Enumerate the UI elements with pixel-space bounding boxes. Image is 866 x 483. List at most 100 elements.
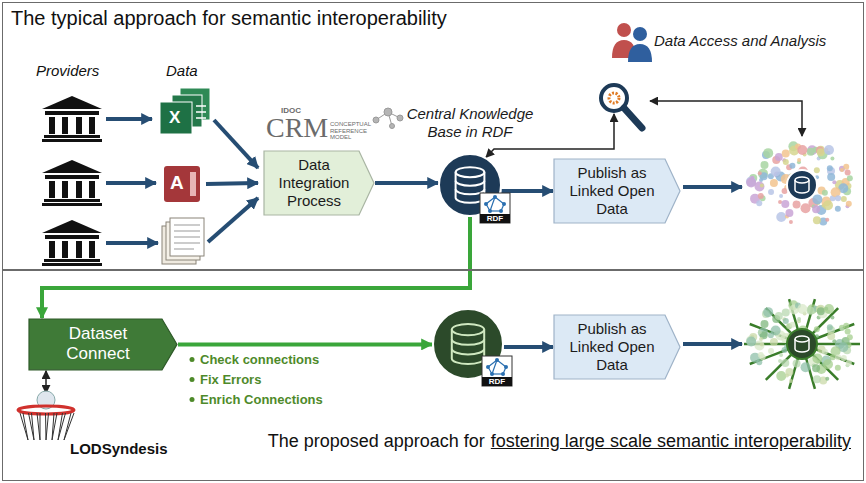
lod-cloud [746, 141, 853, 225]
data-flow-arrow [106, 119, 258, 243]
lod-cloud-part [746, 336, 756, 346]
bullet-item: Fix Errors [200, 372, 261, 387]
rdf-badge-part [492, 360, 497, 374]
lod-cloud-part [746, 177, 756, 187]
rdf-badge-part [490, 372, 494, 376]
crm-molecule-part [384, 108, 392, 116]
lod-cloud-part [823, 359, 833, 369]
lod-cloud-part [761, 161, 769, 169]
rdf-badge-part [488, 209, 492, 213]
lod-cloud-part [787, 170, 817, 200]
lod-cloud-part [781, 200, 789, 208]
paper-stack-icon-part [174, 225, 200, 249]
lod-cloud-part [756, 200, 762, 206]
axis-heading: Providers [36, 62, 99, 79]
database-node-shape-part [452, 339, 484, 345]
pentagon-outline [554, 315, 680, 379]
lod-cloud-part [812, 194, 822, 204]
lodsyndesis-icon-shape-part [64, 413, 71, 440]
lodsyndesis-icon-shape-part [20, 413, 28, 440]
lodsyndesis-icon-shape-part [29, 413, 35, 440]
people-icon-part [633, 27, 647, 41]
lod-cloud-part [760, 342, 764, 346]
lod-cloud-part [843, 164, 849, 170]
lod-cloud-part [779, 194, 783, 198]
lod-cloud-part [825, 377, 829, 381]
lod-cloud-part [835, 195, 841, 201]
lod-cloud-part [813, 216, 821, 224]
publish-arrow [683, 187, 742, 344]
lod-cloud-part [797, 317, 801, 321]
rdf-badge [482, 356, 512, 386]
people-icon [612, 23, 652, 62]
lod-cloud-part [793, 200, 801, 208]
lodsyndesis-icon-shape-part [58, 413, 66, 440]
lod-cloud-part [793, 359, 801, 367]
lod-cloud-part [782, 149, 790, 157]
node-label: LODSyndesis [70, 440, 168, 457]
lod-cloud-part [795, 336, 809, 342]
lod-cloud-part [846, 360, 852, 366]
rdf-badge-part [484, 202, 488, 206]
excel-icon-part [196, 106, 206, 118]
bullet-item: Check connections [200, 352, 319, 367]
data-flow-arrow-part [206, 183, 258, 184]
lod-cloud-part [822, 190, 828, 196]
lodsyndesis-icon-shape-part [52, 413, 57, 440]
lod-cloud-part [795, 339, 809, 352]
crm-molecule-part [397, 115, 403, 121]
rdf-badge-text: RDF [482, 377, 512, 386]
lod-cloud-part [823, 200, 833, 210]
lod-cloud-part [789, 379, 793, 383]
icon-letter: X [169, 108, 180, 128]
node-label: Dataset Connect [28, 324, 178, 365]
crm-molecule [373, 108, 403, 129]
gear [609, 93, 619, 103]
lod-cloud-part [845, 329, 851, 335]
paper-stack-icon-part [170, 218, 204, 256]
axis-heading: Data [166, 62, 198, 79]
lod-cloud-part [824, 304, 834, 314]
data-flow-arrow-part [208, 198, 258, 242]
lod-cloud-part [840, 168, 844, 172]
lod-cloud-part [758, 171, 762, 175]
lod-cloud-part [770, 179, 778, 187]
lod-cloud-part [846, 201, 852, 207]
database-node-shape [432, 308, 504, 380]
database-node-shape-part [456, 181, 485, 186]
bullet-dot [190, 357, 195, 362]
database-node-shape-part [452, 324, 484, 335]
lod-cloud-part [763, 307, 773, 317]
pentagon-outline [264, 151, 374, 215]
crm-molecule-part [373, 117, 379, 123]
lod-cloud-part [845, 170, 851, 176]
lod-cloud-part [812, 205, 820, 213]
lod-cloud-part [835, 206, 841, 212]
lod-cloud-part [827, 332, 835, 340]
rdf-badge-part [502, 202, 506, 206]
data-flow-arrow-part [106, 241, 158, 245]
lod-cloud-part [758, 352, 764, 358]
basket-rim [18, 406, 74, 414]
bullet-item: Enrich Connections [200, 392, 323, 407]
lod-cloud-part [847, 334, 853, 340]
logo-text: CRM [266, 112, 328, 144]
lodsyndesis-icon: LODSyndesis [14, 390, 78, 444]
pentagon-outline [554, 159, 680, 223]
lod-cloud-part [830, 157, 834, 161]
access-icon: Data Access and Analysis [596, 80, 648, 134]
lod-cloud-part [797, 158, 801, 162]
panel-heading: fostering large scale semantic interoper… [491, 431, 851, 452]
access-icon-part [164, 166, 200, 202]
lod-cloud-part [781, 359, 789, 367]
provider-icon-part [42, 220, 102, 266]
lod-cloud-part [814, 326, 820, 332]
lod-cloud-part [761, 320, 769, 328]
lod-cloud-part [785, 209, 793, 217]
rdf-badge-part [504, 365, 508, 369]
lod-cloud-part [746, 337, 756, 347]
lod-cloud-part [758, 193, 764, 199]
lod-cloud-part [812, 364, 820, 372]
